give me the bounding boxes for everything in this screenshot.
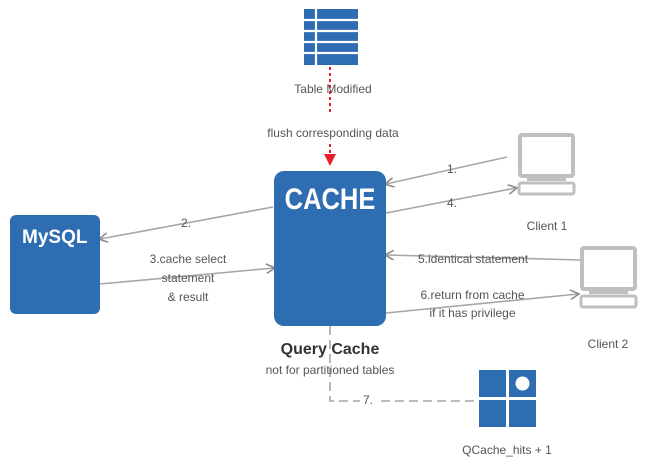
- edge-step6: [385, 294, 578, 314]
- client2-computer-icon: [579, 246, 638, 309]
- step5-label: 5.identical statement: [418, 252, 529, 266]
- counter-grid-icon: [479, 370, 536, 427]
- qcache-hits-label: QCache_hits + 1: [462, 443, 552, 457]
- step3-label-line2: statement: [161, 271, 215, 285]
- edge-step7: [329, 326, 479, 402]
- mysql-box: MySQL: [10, 215, 100, 314]
- client2-label: Client 2: [587, 337, 629, 351]
- cache-box: CACHE: [274, 171, 386, 326]
- edge-step2: [100, 206, 274, 239]
- step7-label: 7.: [360, 393, 377, 407]
- edge-step3: [99, 268, 274, 285]
- step3-label-line3: & result: [167, 290, 209, 304]
- step2-label: 2.: [181, 216, 192, 230]
- table-modified-label: Table Modified: [294, 82, 372, 96]
- step3-label-line1: 3.cache select: [149, 252, 227, 266]
- step4-label: 4.: [447, 196, 458, 210]
- table-icon: [304, 9, 358, 65]
- client1-label: Client 1: [526, 219, 568, 233]
- cache-box-title: CACHE: [284, 183, 376, 216]
- edge-step4: [385, 188, 516, 214]
- step1-label: 1.: [447, 162, 458, 176]
- flush-label: flush corresponding data: [267, 126, 399, 140]
- query-cache-title: Query Cache: [280, 341, 380, 358]
- mysql-box-title: MySQL: [22, 227, 88, 248]
- step6-label-line2: if it has privilege: [429, 306, 516, 320]
- client1-computer-icon: [517, 133, 576, 196]
- edge-step5: [386, 255, 583, 261]
- step6-label-line1: 6.return from cache: [420, 288, 525, 302]
- query-cache-note: not for partitioned tables: [265, 363, 395, 377]
- edge-step1: [386, 156, 508, 184]
